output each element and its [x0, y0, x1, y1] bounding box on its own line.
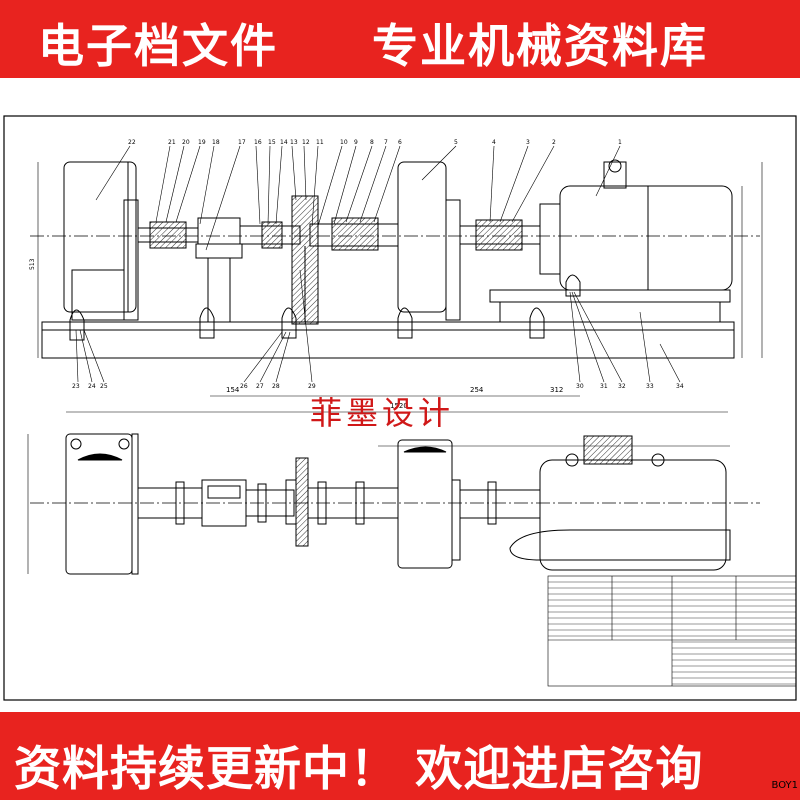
callout-number: 22 — [128, 139, 136, 146]
dim-1520: 1520 — [390, 402, 408, 410]
corner-tag: BOY1 — [771, 780, 798, 791]
banner-bottom-text: 资料持续更新中！ 欢迎进店咨询 — [14, 742, 704, 797]
dim-513: 513 — [29, 258, 36, 270]
dim-254: 254 — [470, 386, 484, 394]
banner-top-right-text: 专业机械资料库 — [372, 19, 708, 73]
callout-number: 29 — [308, 383, 316, 390]
bearing-block — [197, 217, 241, 245]
watermark-text: 菲墨设计 — [310, 394, 455, 432]
callout-number: 13 — [290, 139, 298, 146]
callout-number: 3 — [526, 139, 530, 146]
motor — [559, 185, 733, 291]
callout-number: 20 — [182, 139, 190, 146]
callout-number: 16 — [254, 139, 262, 146]
callout-number: 19 — [198, 139, 206, 146]
callout-number: 7 — [384, 139, 388, 146]
engineering-drawing: 2221201918171615141312111098765432123242… — [3, 115, 797, 701]
callout-number: 28 — [272, 383, 280, 390]
callout-number: 8 — [370, 139, 374, 146]
left-drum — [63, 161, 137, 313]
callout-number: 2 — [552, 139, 556, 146]
callout-number: 12 — [302, 139, 310, 146]
callout-number: 1 — [618, 139, 622, 146]
callout-number: 11 — [316, 139, 324, 146]
callout-number: 33 — [646, 383, 654, 390]
callout-number: 5 — [454, 139, 458, 146]
callout-number: 9 — [354, 139, 358, 146]
callout-number: 23 — [72, 383, 80, 390]
callout-number: 10 — [340, 139, 348, 146]
callout-number: 31 — [600, 383, 608, 390]
callout-number: 17 — [238, 139, 246, 146]
motor-plate — [489, 289, 731, 303]
callout-number: 34 — [676, 383, 684, 390]
middle-drum — [397, 161, 447, 313]
base-frame — [41, 321, 735, 359]
callout-number: 25 — [100, 383, 108, 390]
callout-number: 26 — [240, 383, 248, 390]
callout-number: 24 — [88, 383, 96, 390]
top-banner: 电子档文件 专业机械资料库 — [0, 0, 800, 78]
callout-number: 18 — [212, 139, 220, 146]
top-middle-drum — [397, 439, 453, 569]
dim-312: 312 — [550, 386, 563, 394]
callout-number: 30 — [576, 383, 584, 390]
title-block — [547, 575, 797, 687]
bottom-banner: 资料持续更新中！ 欢迎进店咨询 — [0, 712, 800, 800]
banner-top-left-text: 电子档文件 — [38, 19, 278, 73]
callout-number: 27 — [256, 383, 264, 390]
callout-number: 4 — [492, 139, 496, 146]
top-motor — [539, 459, 727, 571]
drawing-frame — [3, 115, 797, 701]
callout-number: 14 — [280, 139, 288, 146]
callout-number: 21 — [168, 139, 176, 146]
dim-154: 154 — [226, 386, 240, 394]
callout-number: 6 — [398, 139, 402, 146]
callout-number: 15 — [268, 139, 276, 146]
callout-number: 32 — [618, 383, 626, 390]
